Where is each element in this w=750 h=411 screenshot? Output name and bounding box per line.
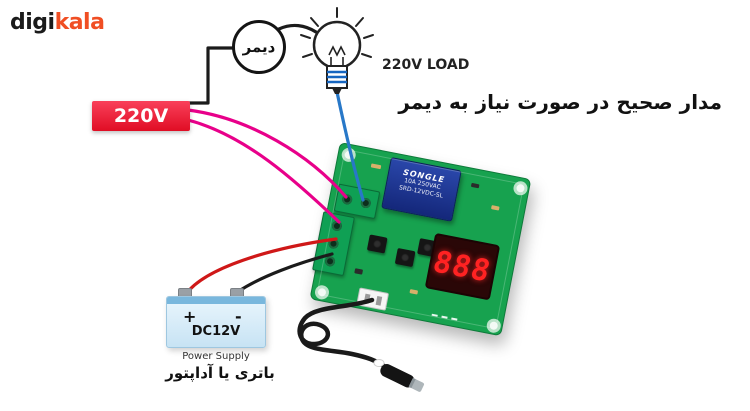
load-label: 220V LOAD: [382, 57, 470, 73]
logo-part-kala: kala: [54, 10, 105, 35]
light-bulb: [300, 7, 374, 94]
wire-battery-negative: [237, 252, 334, 293]
bulb-stem: [330, 57, 344, 66]
wire-mains-live: [186, 108, 348, 199]
battery-caption-farsi: باتری یا آداپتور: [165, 364, 275, 382]
dimmer-symbol: دیمر: [232, 20, 286, 74]
page-title: مدار صحیح در صورت نیاز به دیمر: [398, 90, 722, 114]
battery-plus-sign: +: [183, 307, 197, 326]
mains-voltage-box: 220V: [92, 101, 190, 131]
battery-body: + - DC12V: [166, 296, 266, 348]
bulb-glass: [312, 20, 362, 70]
battery-voltage-label: DC12V: [191, 324, 241, 339]
logo-part-digi: digi: [10, 10, 55, 35]
wire-bulb-to-relay: [335, 90, 365, 202]
power-supply-caption: Power Supply: [182, 351, 250, 362]
digikala-logo: digikala: [10, 10, 105, 35]
bulb-filament: [328, 45, 346, 57]
temperature-probe: [380, 364, 425, 392]
mains-label: 220V: [113, 105, 169, 127]
wire-mains-neutral: [186, 118, 341, 224]
cable-tie: [373, 359, 385, 367]
bulb-contact: [332, 88, 342, 94]
wire-battery-positive: [184, 237, 338, 296]
bulb-rays: [300, 7, 374, 58]
wire-mains-to-dimmer: [184, 46, 235, 105]
dimmer-label: دیمر: [242, 38, 276, 56]
battery-minus-sign: -: [235, 307, 242, 326]
bulb-threads: [327, 70, 347, 84]
battery-top-strip: [167, 297, 265, 304]
sensor-cable: [297, 297, 390, 371]
wire-dimmer-to-bulb: [277, 23, 318, 34]
